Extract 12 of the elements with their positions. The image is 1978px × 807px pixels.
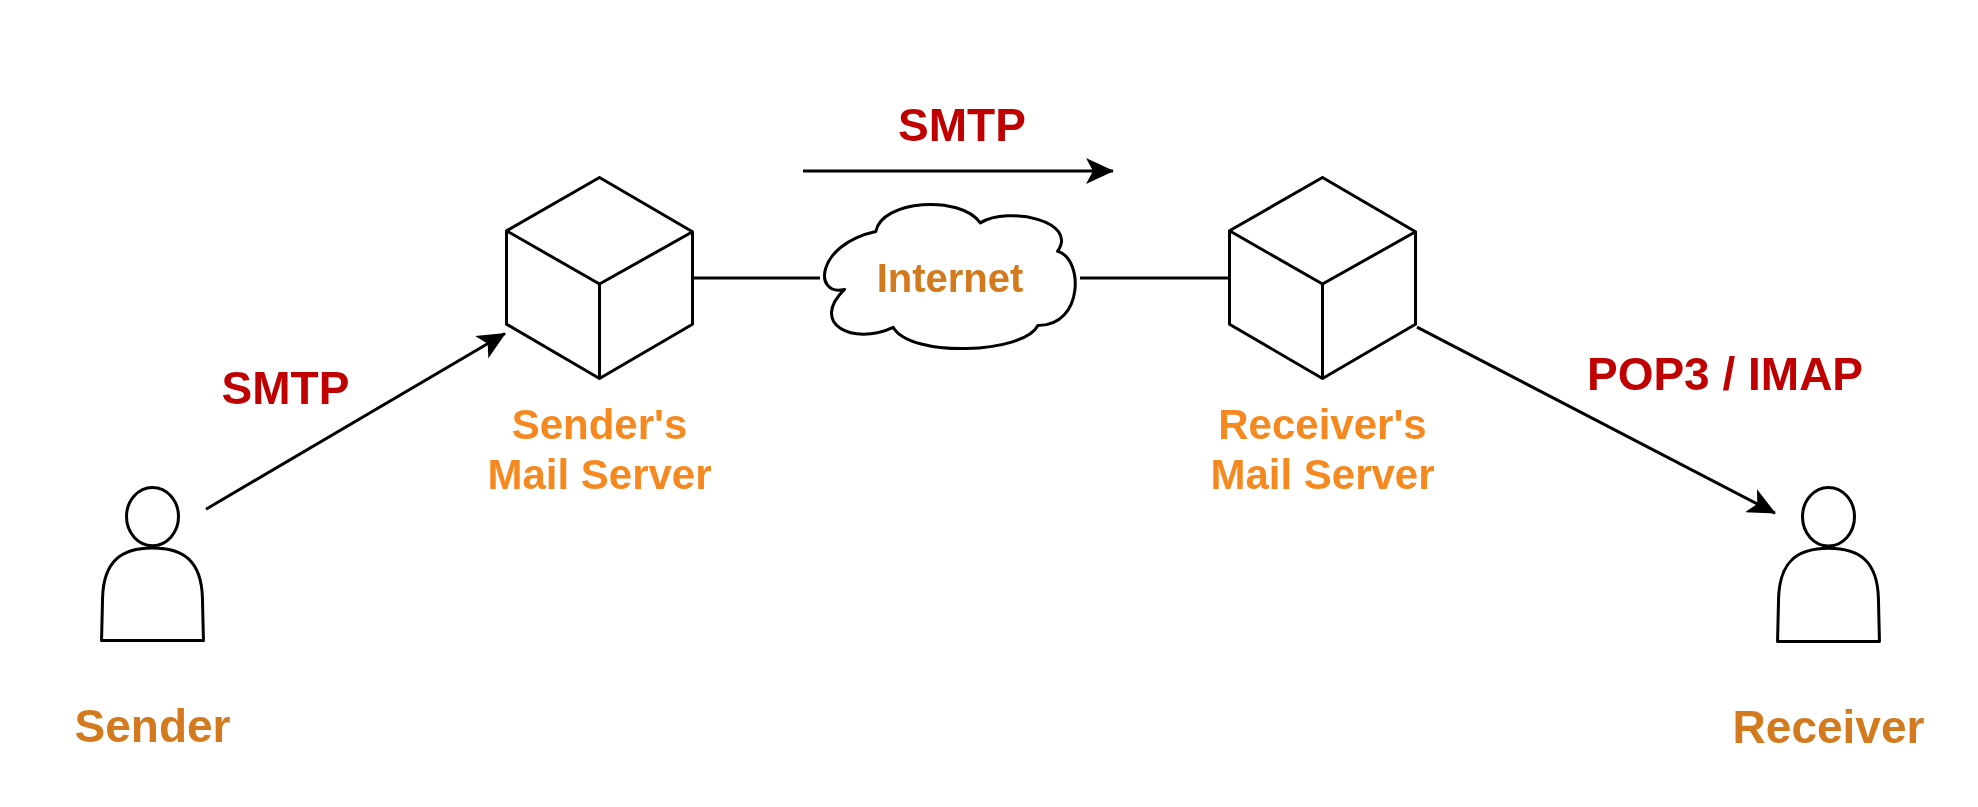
person-label: Sender xyxy=(74,700,231,753)
edge-label: POP3 / IMAP xyxy=(1586,347,1864,401)
arrow xyxy=(205,332,506,511)
server-label: Receiver's Mail Server xyxy=(1209,400,1436,500)
connector-line xyxy=(1080,276,1228,280)
connector-line xyxy=(694,276,820,280)
edge-label: SMTP xyxy=(221,361,350,415)
server-label: Sender's Mail Server xyxy=(486,400,713,500)
protocol-label: SMTP xyxy=(898,98,1026,152)
cloud-label: Internet xyxy=(876,255,1024,301)
person-label: Receiver xyxy=(1732,701,1925,754)
arrow xyxy=(1416,325,1776,515)
